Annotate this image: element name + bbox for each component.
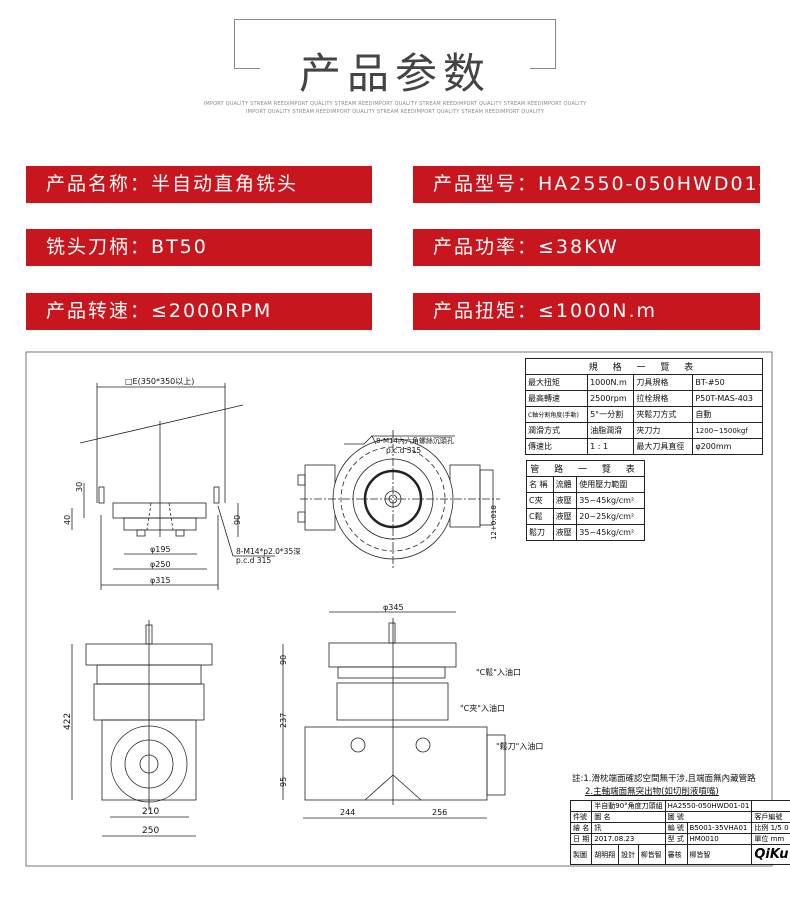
dim-422: 422 bbox=[63, 713, 73, 730]
dim-90: 90 bbox=[233, 515, 242, 525]
dim-phi315: φ315 bbox=[150, 576, 171, 585]
dim-key: 12+0.018 bbox=[490, 505, 498, 540]
note-1: 註:1.滑枕端面確認空間無干涉,且端面無內藏管路 bbox=[572, 774, 756, 784]
title-bracket-left bbox=[234, 68, 260, 69]
title-bracket bbox=[234, 19, 556, 69]
pcd-label-top: p.c.d 315 bbox=[386, 446, 421, 455]
dim-phi195: φ195 bbox=[150, 545, 171, 554]
subtitle-line-1: IMPORT QUALITY STREAM REEDIMPORT QUALITY… bbox=[203, 101, 587, 107]
dim-256: 256 bbox=[432, 808, 447, 817]
spec-table-title: 規 格 一 覽 表 bbox=[525, 358, 763, 375]
oil-inlet-c-release: "C鬆"入油口 bbox=[476, 667, 521, 677]
banner-model: 产品型号：HA2550-050HWD01-01 bbox=[413, 166, 790, 203]
oil-inlet-c-clamp: "C夾"入油口 bbox=[460, 703, 505, 713]
company-logo: QiKu bbox=[751, 844, 790, 865]
dim-90b: 90 bbox=[279, 655, 288, 665]
top-left-view: □E(350*350以上) 30 40 90 φ195 φ250 φ315 8-… bbox=[63, 377, 301, 590]
pcd-label: p.c.d 315 bbox=[236, 556, 271, 565]
page-title: 产品参数 bbox=[298, 49, 491, 98]
title-bracket-right bbox=[530, 68, 556, 69]
banner-tool-holder: 铣头刀柄：BT50 bbox=[26, 229, 372, 266]
bolt-spec: 8-M14*p2.0*35深 bbox=[236, 547, 301, 556]
drawing-frame bbox=[25, 351, 773, 867]
dim-40: 40 bbox=[63, 515, 72, 525]
oil-inlet-tool-release: "鬆刀"入油口 bbox=[496, 741, 543, 751]
table-header-row: 名 稱流體使用壓力範圍 bbox=[526, 476, 645, 493]
dim-95: 95 bbox=[279, 777, 288, 787]
dim-phi250: φ250 bbox=[150, 560, 171, 569]
bolt-spec-top: 8-M14內六角螺絲沉頭孔 bbox=[376, 436, 454, 445]
dim-237: 237 bbox=[279, 713, 288, 728]
bottom-mid-view: φ345 90 237 95 244 256 "C鬆"入油口 "C夾"入油口 "… bbox=[279, 603, 543, 819]
dim-square: □E(350*350以上) bbox=[125, 377, 194, 386]
banner-product-name: 产品名称：半自动直角铣头 bbox=[26, 166, 372, 203]
banner-power: 产品功率：≤38KW bbox=[413, 229, 760, 266]
dim-210: 210 bbox=[142, 807, 159, 817]
bottom-left-view: 422 210 250 bbox=[63, 620, 213, 837]
banner-speed: 产品转速：≤2000RPM bbox=[26, 293, 372, 330]
dim-244: 244 bbox=[340, 808, 355, 817]
dim-250: 250 bbox=[142, 826, 159, 836]
subtitle-line-2: IMPORT QUALITY STREAM REEDIMPORT QUALITY… bbox=[245, 109, 545, 115]
note-2: 2.主軸端面無突出物(如切削液噴嘴) bbox=[585, 787, 719, 797]
banner-torque: 产品扭矩：≤1000N.m bbox=[413, 293, 760, 330]
pipe-table-title: 管 路 一 覽 表 bbox=[526, 460, 645, 477]
dim-phi345: φ345 bbox=[383, 603, 404, 612]
dim-30: 30 bbox=[75, 482, 84, 492]
table-row: C軸分割角度(手動)5°一分割夾鬆刀方式自動 bbox=[524, 406, 763, 423]
top-mid-view: 8-M14內六角螺絲沉頭孔 p.c.d 315 12+0.018 bbox=[297, 430, 500, 570]
